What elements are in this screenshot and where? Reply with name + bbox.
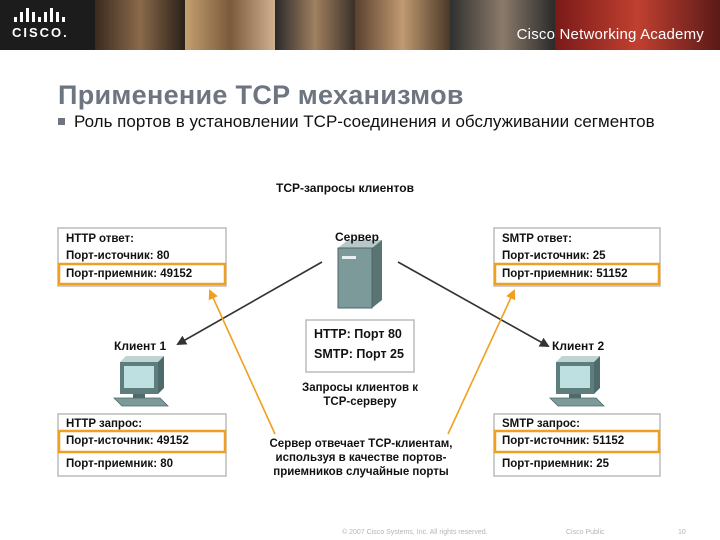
cisco-logo: CISCO. [12, 8, 82, 44]
smtp-response-box [493, 227, 661, 287]
banner-photo-2 [185, 0, 275, 50]
banner-photo-5 [450, 0, 555, 50]
arrow-server-to-client1 [176, 261, 323, 345]
client1-label: Клиент 1 [114, 339, 167, 353]
smtp-response-title: SMTP ответ: [502, 233, 572, 245]
ports-smtp-key: SMTP: [314, 347, 353, 361]
smtp-response-source: Порт-источник: 25 [502, 250, 606, 262]
http-response-title: HTTP ответ: [66, 233, 135, 245]
smtp-request-box [493, 413, 661, 477]
slide-title: Применение TCP механизмов [58, 80, 464, 110]
ports-http-value: Порт 80 [354, 327, 402, 341]
ports-smtp-value: Порт 25 [356, 347, 404, 361]
http-response-highlight [57, 262, 227, 286]
caption-top: TCP-запросы клиентов [276, 181, 414, 195]
http-request-source: Порт-источник: 49152 [66, 435, 189, 447]
banner-photo-3 [275, 0, 355, 50]
http-request-dest: Порт-приемник: 80 [66, 458, 174, 470]
arrow-note-to-smtp-response [447, 289, 516, 435]
ports-smtp-row: SMTP: Порт 25 [314, 347, 404, 361]
cisco-wordmark: CISCO. [12, 25, 69, 40]
smtp-response-highlight [493, 262, 661, 286]
smtp-response-dest: Порт-приемник: 51152 [502, 268, 628, 280]
ports-http-key: HTTP: [314, 327, 351, 341]
http-response-box [57, 227, 227, 287]
banner-photo-1 [95, 0, 185, 50]
smtp-request-dest: Порт-приемник: 25 [502, 458, 610, 470]
server-tower-icon [337, 240, 382, 309]
cisco-bars-icon [14, 8, 82, 22]
desktop-computer-icon [113, 356, 169, 407]
bottom-note: Сервер отвечает TCP-клиентам, используя … [269, 438, 453, 478]
bullet-square-icon [58, 118, 65, 125]
academy-title: Cisco Networking Academy [516, 26, 704, 43]
smtp-request-title: SMTP запрос: [502, 418, 580, 430]
http-request-highlight [57, 429, 227, 454]
server-label: Сервер [335, 230, 379, 244]
ports-http-row: HTTP: Порт 80 [314, 327, 402, 341]
header-banner: CISCO. Cisco Networking Academy [0, 0, 720, 50]
smtp-request-source: Порт-источник: 51152 [502, 435, 625, 447]
banner-photo-6 [555, 0, 720, 50]
banner-photo-4 [355, 0, 450, 50]
ports-box [305, 319, 415, 373]
client2-label: Клиент 2 [552, 339, 605, 353]
arrow-note-to-http-response [208, 289, 276, 435]
footer-public: Cisco Public [566, 529, 605, 536]
center-caption: Запросы клиентов к TCP-серверу [302, 382, 418, 408]
http-request-box [57, 413, 227, 477]
footer-copyright: © 2007 Cisco Systems, Inc. All rights re… [342, 529, 488, 536]
http-response-source: Порт-источник: 80 [66, 250, 170, 262]
http-response-dest: Порт-приемник: 49152 [66, 268, 193, 280]
http-request-title: HTTP запрос: [66, 418, 143, 430]
smtp-request-highlight [493, 429, 661, 454]
footer-page-number: 10 [678, 529, 686, 536]
desktop-computer-icon [549, 356, 605, 407]
slide-bullet: Роль портов в установлении TCP-соединени… [74, 112, 655, 131]
arrow-server-to-client2 [397, 261, 550, 347]
